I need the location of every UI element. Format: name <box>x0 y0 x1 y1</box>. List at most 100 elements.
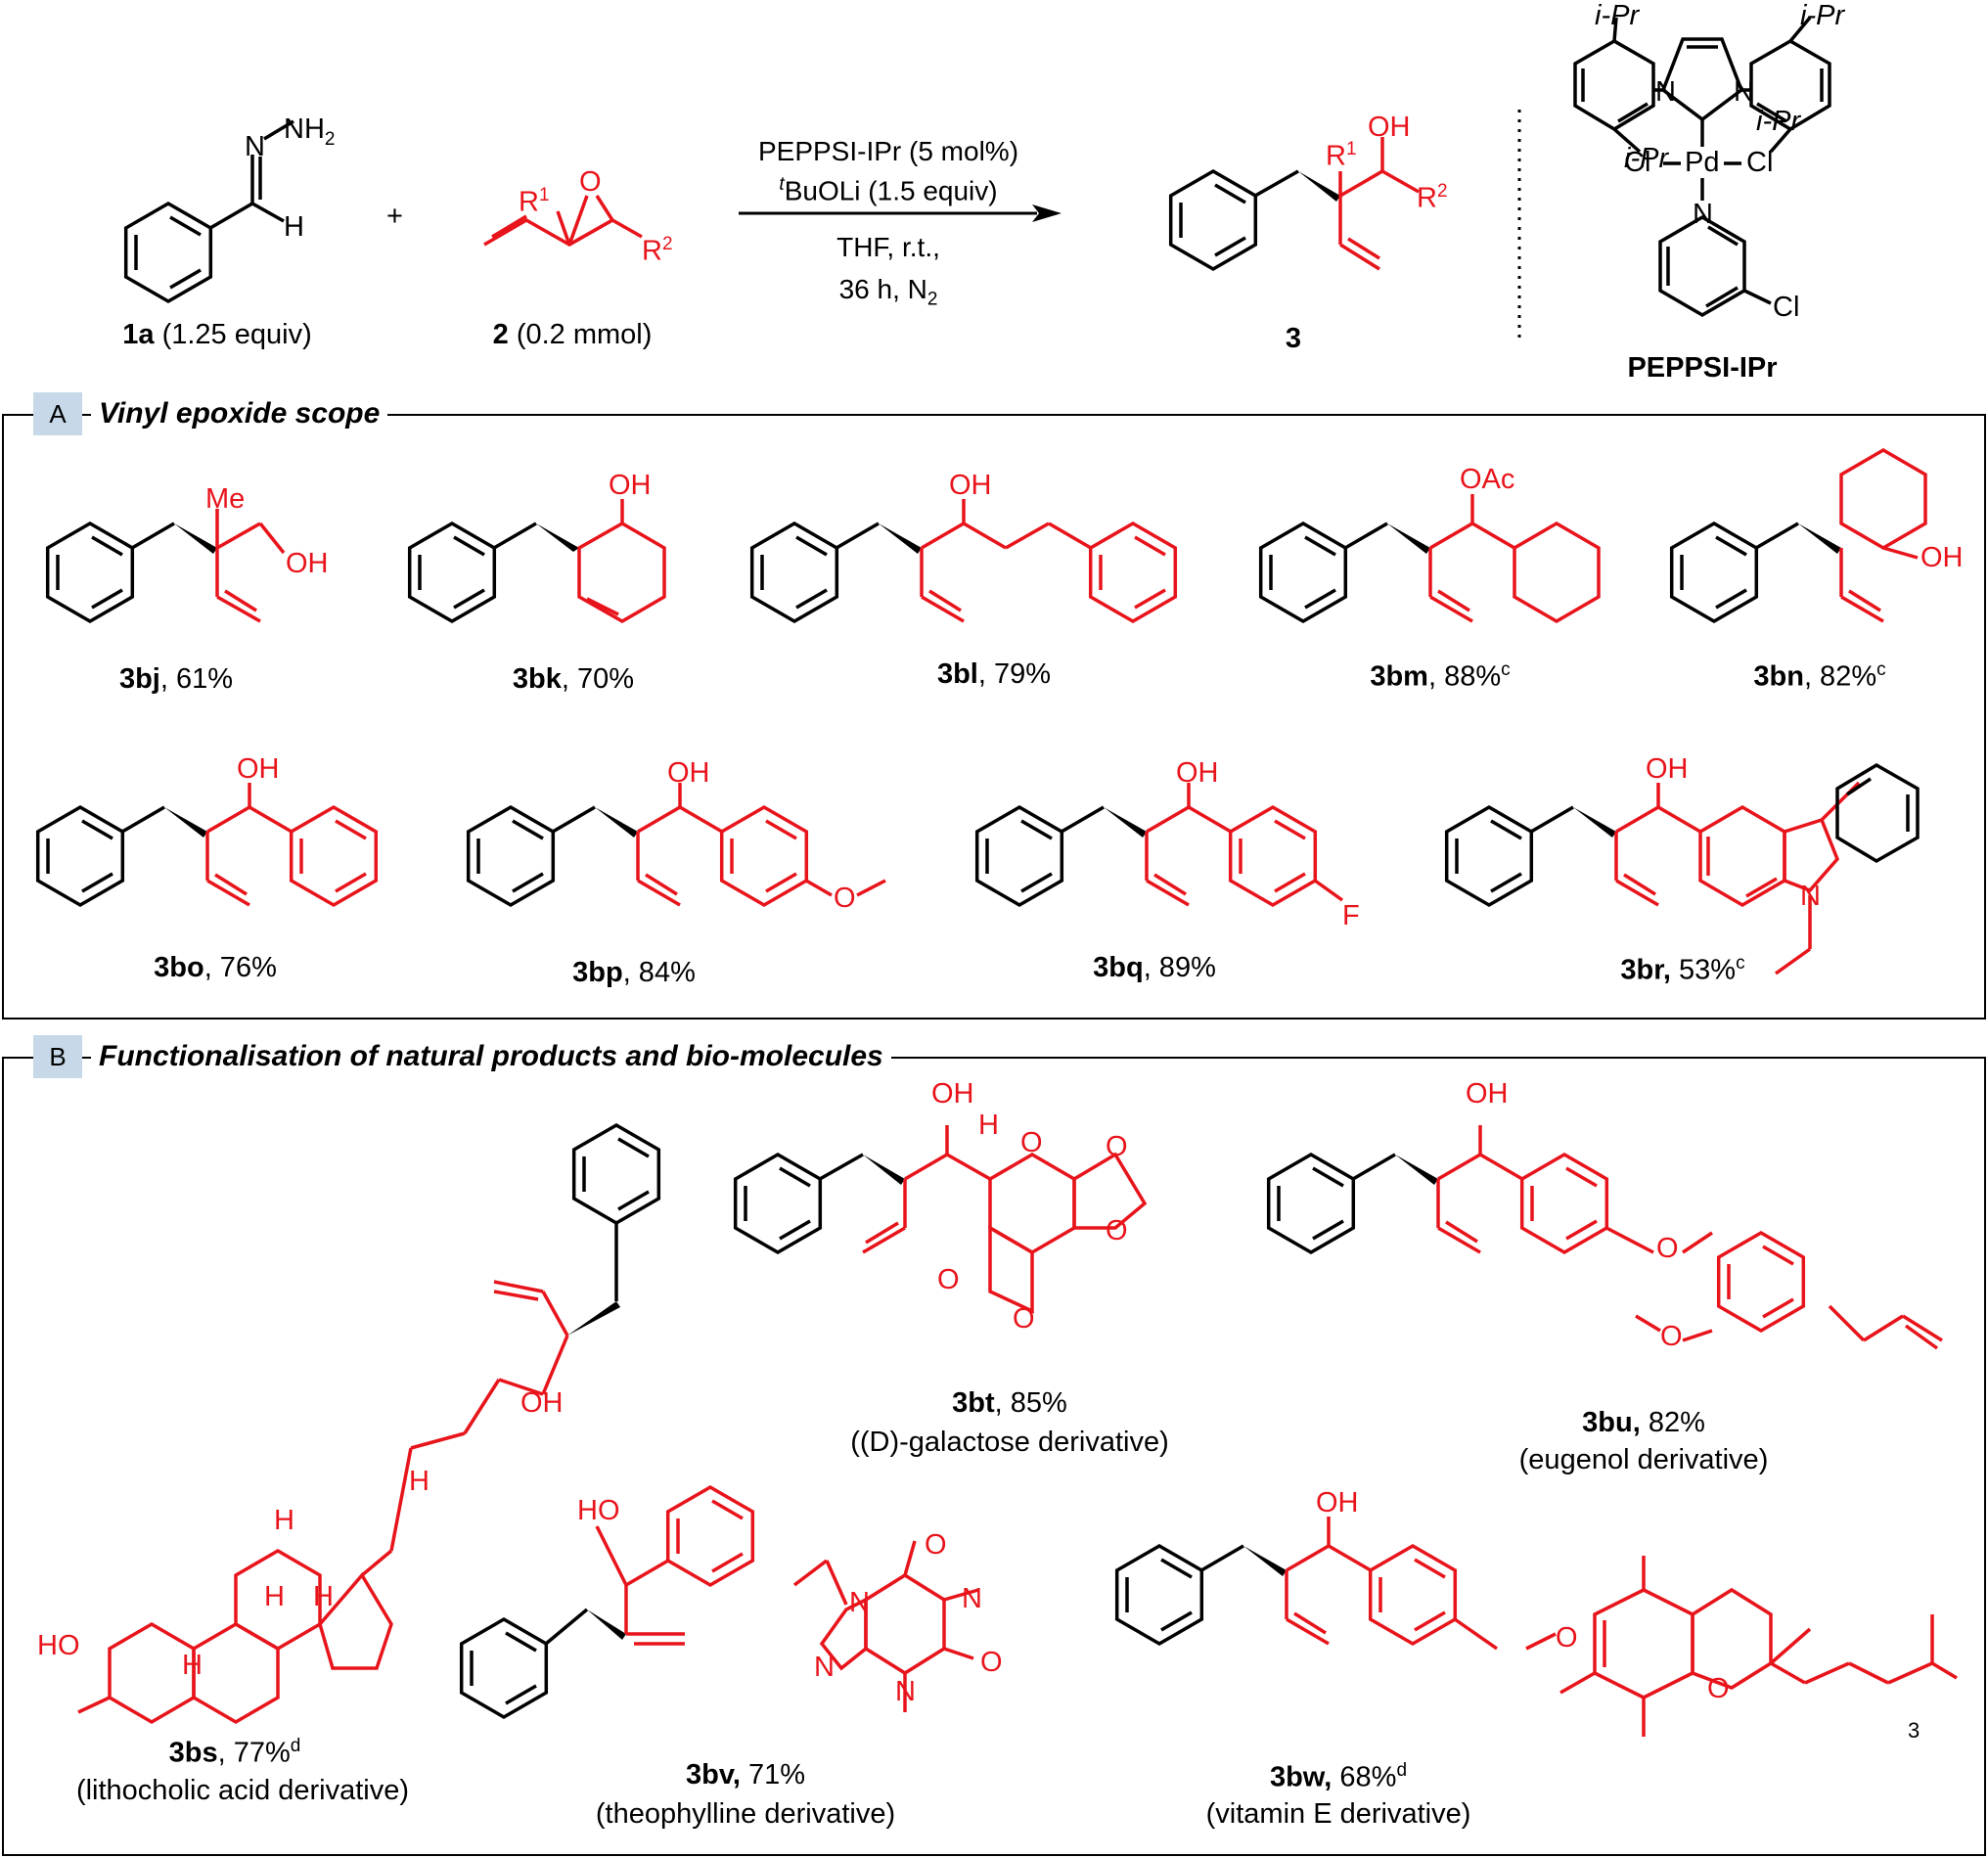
atom-oh-3: OH <box>1368 112 1411 143</box>
atom-h4-3bs: H <box>313 1581 334 1612</box>
label-3bw: 3bw, 68%d <box>1270 1761 1407 1792</box>
panel-b <box>2 1057 1986 1856</box>
atom-o1-3bv: O <box>925 1529 947 1561</box>
atom-o2-3bu: O <box>1660 1321 1683 1352</box>
atom-o3-3bt: O <box>937 1264 960 1295</box>
atom-oh-3br: OH <box>1646 753 1689 785</box>
atom-cl-pyridine: Cl <box>1773 292 1800 323</box>
structure-3bs <box>77 1123 661 1725</box>
compound-id-3bv: 3bv, <box>686 1759 741 1790</box>
note-3bs: d <box>290 1736 301 1756</box>
atom-oh-3bl: OH <box>949 470 992 501</box>
yield-3bo: , 76% <box>203 952 277 983</box>
yield-3bu: 82% <box>1640 1407 1705 1438</box>
atom-n-hydrazone: N <box>245 131 265 162</box>
structure-3bp <box>466 783 886 907</box>
ipr-bottom-right: i-Pr <box>1756 106 1801 137</box>
atom-o-epoxide: O <box>579 166 602 198</box>
yield-3bn: , 82% <box>1803 660 1877 693</box>
panel-b-title: Functionalisation of natural products an… <box>91 1035 891 1078</box>
atom-o-3bp: O <box>834 883 856 914</box>
label-3: 3 <box>1286 325 1301 353</box>
atom-h1-3bs: H <box>409 1466 429 1497</box>
atom-n-pyridine: N <box>1693 199 1713 230</box>
atom-r2-epoxide: R2 <box>642 235 673 266</box>
atom-n3-3bv: N <box>814 1652 835 1683</box>
atom-h-aldehyde: H <box>284 211 304 243</box>
yield-3bk: , 70% <box>561 663 635 695</box>
note-3bm: c <box>1501 659 1511 680</box>
structure-3bo <box>35 783 379 907</box>
panel-b-tag: B <box>33 1035 82 1078</box>
structure-2 <box>483 195 643 248</box>
compound-id-3bm: 3bm <box>1370 660 1428 693</box>
r2-superscript-3: 2 <box>1436 181 1448 202</box>
atom-ho-3bs: HO <box>37 1630 80 1661</box>
conditions-line1: PEPPSI-IPr (5 mol%) <box>757 136 1019 166</box>
label-3bs: 3bs, 77%d <box>169 1737 301 1768</box>
structure-3bk <box>407 499 666 624</box>
atom-h2-3bs: H <box>274 1505 294 1536</box>
compound-id-3: 3 <box>1285 323 1302 354</box>
label-3bp: 3bp, 84% <box>572 959 696 987</box>
atom-o1-3bt: O <box>1106 1131 1128 1162</box>
label-3bj: 3bj, 61% <box>119 665 233 694</box>
atom-oh-3bw: OH <box>1316 1487 1359 1518</box>
atom-o2-3bw: O <box>1707 1673 1730 1704</box>
atom-oh-3bp: OH <box>667 757 710 789</box>
compound-id-3br: 3br, <box>1620 954 1671 986</box>
yield-3bw: 68% <box>1332 1761 1397 1793</box>
structure-3bt <box>733 1125 1148 1314</box>
label-3bl: 3bl, 79% <box>937 660 1051 689</box>
structure-3bm <box>1258 494 1601 624</box>
compound-id-3bw: 3bw, <box>1269 1761 1333 1793</box>
yield-3bp: , 84% <box>622 957 696 988</box>
structure-peppsi <box>1573 16 1831 318</box>
atom-n1-3bv: N <box>849 1587 870 1618</box>
amount-2: (0.2 mmol) <box>516 319 653 350</box>
catalyst-name-text: PEPPSI-IPr <box>1627 352 1778 384</box>
atom-r2-3: R2 <box>1417 182 1448 213</box>
r1-letter-3: R <box>1326 140 1346 172</box>
compound-id-3bq: 3bq <box>1093 952 1144 983</box>
compound-id-3bo: 3bo <box>154 952 204 983</box>
base-text: BuOLi (1.5 equiv) <box>784 175 998 206</box>
yield-3bq: , 89% <box>1143 952 1216 983</box>
atom-h-3bt: H <box>978 1110 999 1141</box>
atom-oh-3bj: OH <box>286 548 329 579</box>
ipr-bottom-left: i-Pr <box>1624 143 1669 174</box>
desc-3bt: ((D)-galactose derivative) <box>850 1427 1169 1458</box>
atom-ho-3bv: HO <box>577 1495 620 1526</box>
atom-oh-3bq: OH <box>1176 757 1219 789</box>
atom-me-3bj: Me <box>205 483 246 515</box>
panel-a-tag: A <box>33 392 82 435</box>
plus-sign: + <box>386 201 403 232</box>
atom-oh-3bs: OH <box>520 1387 564 1419</box>
desc-3bv: (theophylline derivative) <box>595 1798 896 1830</box>
yield-3br: 53% <box>1670 954 1737 986</box>
label-1a: 1a (1.25 equiv) <box>122 321 311 349</box>
label-3bm: 3bm, 88%c <box>1370 660 1510 692</box>
atom-n-left-peppsi: N <box>1655 76 1676 108</box>
atom-n-3br: N <box>1800 881 1821 912</box>
atom-r1-epoxide: R1 <box>519 186 550 217</box>
compound-id-3bp: 3bp <box>572 957 623 988</box>
compound-id-3bk: 3bk <box>512 663 562 695</box>
atom-oh-3bt: OH <box>931 1078 974 1110</box>
atom-o4-3bt: O <box>1013 1303 1035 1335</box>
label-2: 2 (0.2 mmol) <box>493 321 653 349</box>
n2-subscript: 2 <box>926 289 938 310</box>
desc-3bw: (vitamin E derivative) <box>1205 1798 1471 1830</box>
atom-f-3bq: F <box>1342 900 1360 931</box>
label-3bn: 3bn, 82%c <box>1753 660 1885 692</box>
desc-3bu: (eugenol derivative) <box>1518 1444 1769 1475</box>
atom-oh-3bn: OH <box>1920 542 1964 573</box>
atom-n4-3bv: N <box>895 1676 916 1707</box>
r2-superscript: 2 <box>661 234 673 254</box>
atom-n-right-peppsi: N <box>1734 76 1754 108</box>
label-3br: 3br, 53%c <box>1620 954 1744 985</box>
conditions-line2: tBuOLi (1.5 equiv) <box>779 173 997 207</box>
atom-3-3bw: 3 <box>1908 1718 1920 1743</box>
tert-superscript: t <box>779 174 785 195</box>
